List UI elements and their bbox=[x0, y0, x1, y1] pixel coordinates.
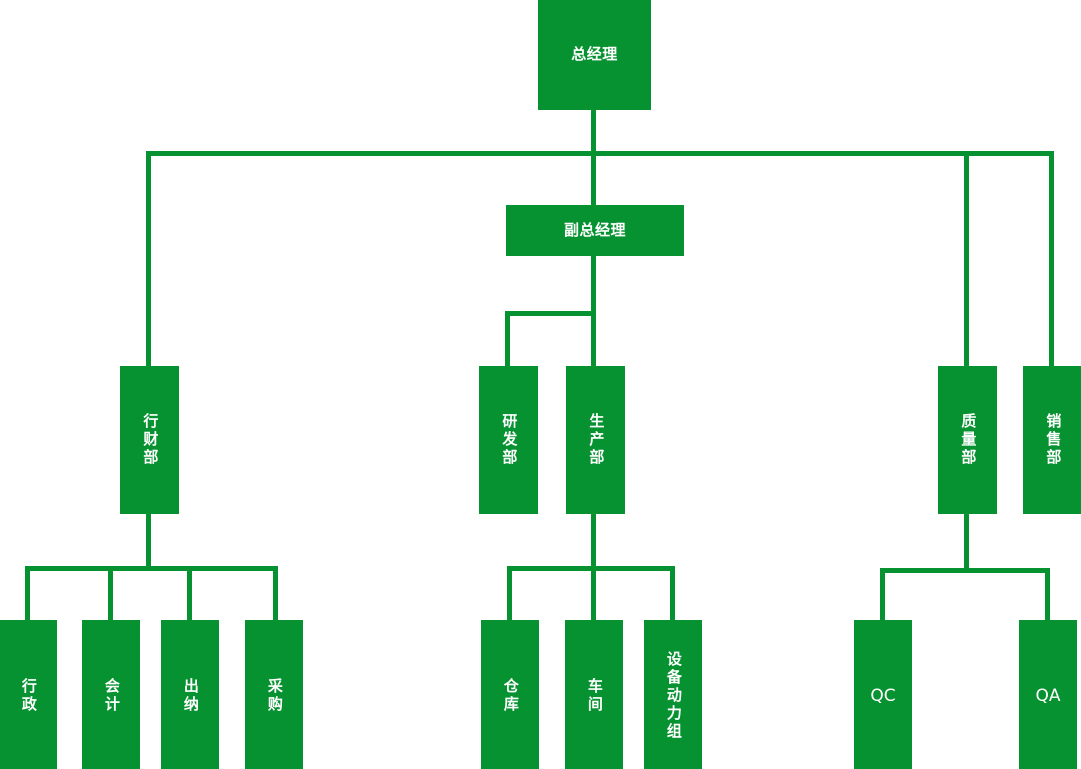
connector-admin-child-3 bbox=[187, 566, 192, 622]
org-node-sales[interactable]: 销售部 bbox=[1023, 366, 1081, 514]
org-node-qa[interactable]: QA bbox=[1019, 620, 1077, 769]
connector-prod-child-2 bbox=[591, 566, 596, 622]
connector-bus-to-sales bbox=[1049, 151, 1054, 368]
connector-prod-child-1 bbox=[507, 566, 512, 622]
org-node-warehouse[interactable]: 仓库 bbox=[481, 620, 539, 769]
org-node-production[interactable]: 生产部 bbox=[566, 366, 625, 514]
connector-quality-children-bus bbox=[880, 568, 1050, 573]
connector-bus-to-admin bbox=[146, 151, 151, 368]
connector-gm-stem bbox=[591, 110, 596, 156]
connector-admin-child-4 bbox=[273, 566, 278, 622]
org-node-quality[interactable]: 质量部 bbox=[938, 366, 997, 514]
org-node-administration[interactable]: 行政 bbox=[0, 620, 57, 769]
org-node-purchasing[interactable]: 采购 bbox=[245, 620, 303, 769]
connector-admin-children-bus bbox=[25, 566, 278, 571]
org-node-admin-finance[interactable]: 行财部 bbox=[120, 366, 179, 514]
connector-quality-child-qa bbox=[1045, 568, 1050, 622]
connector-bus-to-dgm bbox=[591, 151, 596, 207]
connector-dgm-branch-bus bbox=[505, 311, 596, 316]
org-node-equipment-power[interactable]: 设备动力组 bbox=[644, 620, 702, 769]
org-node-accounting[interactable]: 会计 bbox=[82, 620, 140, 769]
connector-admin-child-1 bbox=[25, 566, 30, 622]
connector-bus-to-quality bbox=[964, 151, 969, 368]
org-node-dgm[interactable]: 副总经理 bbox=[506, 205, 684, 256]
connector-prod-stem bbox=[591, 514, 596, 570]
connector-admin-child-2 bbox=[108, 566, 113, 622]
connector-quality-stem bbox=[964, 514, 969, 572]
org-node-workshop[interactable]: 车间 bbox=[565, 620, 623, 769]
org-node-cashier[interactable]: 出纳 bbox=[161, 620, 219, 769]
org-node-rnd[interactable]: 研发部 bbox=[479, 366, 538, 514]
connector-branch-to-rnd bbox=[505, 311, 510, 368]
connector-admin-stem bbox=[146, 514, 151, 570]
connector-level2-bus bbox=[149, 151, 1054, 156]
connector-prod-child-3 bbox=[670, 566, 675, 622]
connector-quality-child-qc bbox=[880, 568, 885, 622]
org-node-qc[interactable]: QC bbox=[854, 620, 912, 769]
org-node-gm[interactable]: 总经理 bbox=[538, 0, 651, 110]
